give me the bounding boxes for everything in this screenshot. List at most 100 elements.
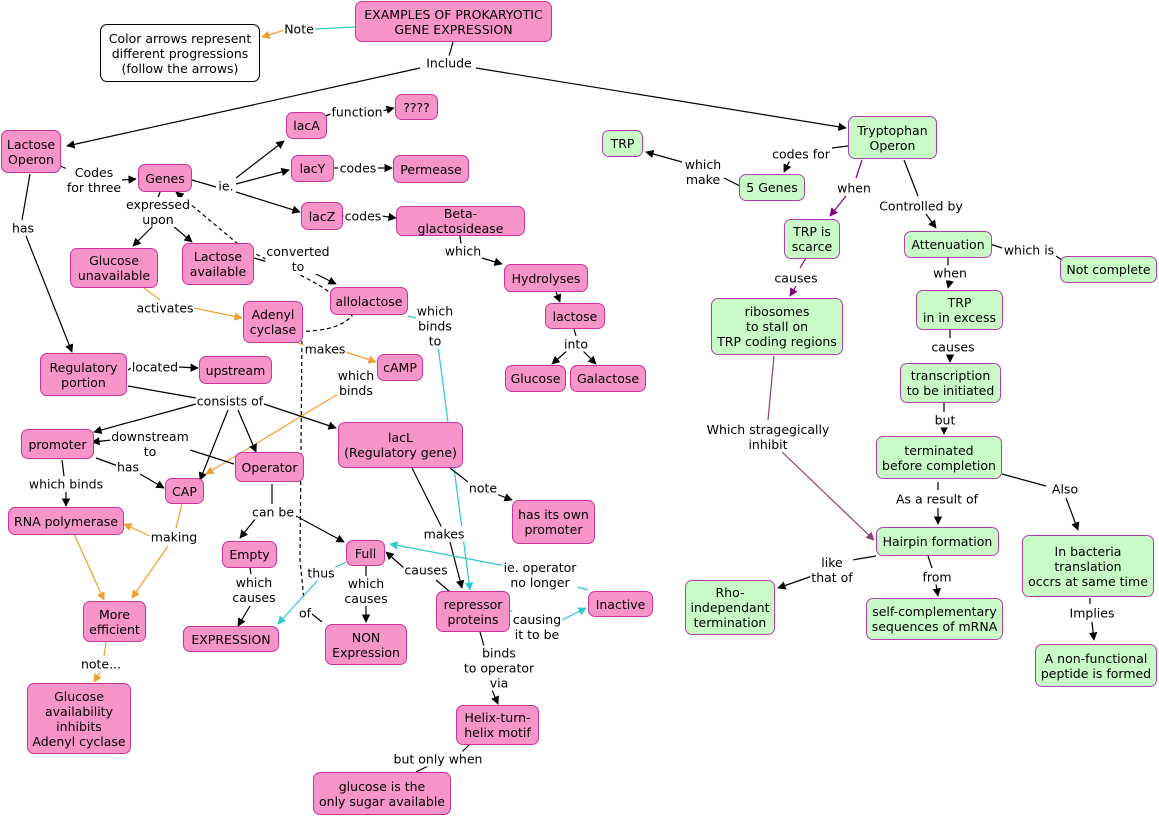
- node-hydrolyses[interactable]: Hydrolyses: [504, 264, 588, 292]
- link-which-make: which make: [683, 157, 723, 187]
- link-note: Note: [283, 21, 315, 37]
- link-binds-operator: binds to operator via: [462, 645, 536, 691]
- link-but: but: [933, 412, 957, 428]
- node-rna-polymerase[interactable]: RNA polymerase: [8, 507, 124, 535]
- link-controlled-by: Controlled by: [878, 198, 964, 214]
- node-permease[interactable]: Permease: [393, 155, 469, 183]
- link-note-more: note...: [79, 656, 123, 672]
- link-causes-excess: causes: [930, 339, 976, 355]
- node-inactive[interactable]: Inactive: [588, 591, 653, 617]
- node-adenyl-cyclase[interactable]: Adenyl cyclase: [243, 301, 303, 343]
- node-title[interactable]: EXAMPLES OF PROKARYOTIC GENE EXPRESSION: [355, 1, 552, 42]
- node-terminated[interactable]: terminated before completion: [876, 436, 1002, 479]
- node-more-efficient[interactable]: More efficient: [83, 601, 146, 642]
- link-which-binds-camp: which binds: [336, 368, 376, 398]
- node-genes[interactable]: Genes: [138, 164, 192, 192]
- node-hairpin[interactable]: Hairpin formation: [876, 527, 999, 556]
- node-lacl[interactable]: lacL (Regulatory gene): [338, 422, 463, 468]
- link-also: Also: [1050, 481, 1080, 497]
- node-own-promoter[interactable]: has its own promoter: [512, 500, 595, 544]
- link-from: from: [921, 569, 953, 585]
- link-consists-of: consists of: [195, 393, 265, 409]
- link-which-causes-empty: which causes: [231, 575, 277, 605]
- node-laca[interactable]: lacA: [286, 112, 327, 139]
- link-as-a-result: As a result of: [894, 491, 980, 507]
- node-lactose-operon[interactable]: Lactose Operon: [1, 130, 61, 173]
- node-trp[interactable]: TRP: [602, 130, 643, 157]
- link-makes-repressor: makes: [422, 526, 466, 542]
- node-regulatory-portion[interactable]: Regulatory portion: [40, 353, 127, 396]
- node-glucose-inhibits[interactable]: Glucose availability inhibits Adenyl cyc…: [27, 683, 131, 754]
- node-tryptophan-operon[interactable]: Tryptophan Operon: [848, 116, 937, 159]
- node-note-box[interactable]: Color arrows represent different progres…: [100, 24, 260, 82]
- link-but-only-when: but only when: [392, 751, 484, 767]
- link-downstream-to: downstream to: [110, 429, 190, 459]
- node-transcription[interactable]: transcription to be initiated: [900, 363, 1001, 403]
- node-lactose-available[interactable]: Lactose available: [182, 243, 254, 285]
- link-codes-lacz: codes: [343, 208, 383, 224]
- node-expression[interactable]: EXPRESSION: [183, 626, 279, 652]
- node-trp-excess[interactable]: TRP in in excess: [916, 290, 1003, 330]
- link-making: making: [149, 529, 199, 545]
- node-trp-scarce[interactable]: TRP is scarce: [784, 219, 840, 259]
- link-makes-camp: makes: [303, 341, 347, 357]
- link-causes-repressor: causes: [403, 562, 449, 578]
- link-which-binds-to: which binds to: [415, 303, 455, 349]
- link-which-binds-rna: which binds: [27, 476, 105, 492]
- node-ribosomes[interactable]: ribosomes to stall on TRP coding regions: [711, 298, 843, 355]
- node-beta[interactable]: Beta-glactosidease: [396, 206, 525, 236]
- link-causing: causing it to be: [511, 612, 563, 642]
- link-like-that-of: like that of: [810, 555, 854, 585]
- link-ie: ie.: [217, 178, 235, 194]
- node-allolactose[interactable]: allolactose: [330, 287, 408, 315]
- link-function: function: [330, 104, 384, 120]
- link-has-lactose: has: [10, 220, 36, 236]
- link-thus: thus: [306, 565, 336, 581]
- node-full[interactable]: Full: [346, 540, 385, 566]
- node-non-expression[interactable]: NON Expression: [325, 624, 407, 665]
- node-attenuation[interactable]: Attenuation: [904, 231, 992, 258]
- link-which-hydrolyses: which: [443, 243, 483, 259]
- node-repressor[interactable]: repressor proteins: [436, 591, 510, 632]
- node-promoter[interactable]: promoter: [21, 429, 94, 459]
- link-into: into: [563, 336, 589, 352]
- link-note-lacl: note: [467, 480, 499, 496]
- link-ie-operator: ie. operator no longer: [502, 560, 578, 590]
- link-has-cap: has: [115, 459, 141, 475]
- node-empty[interactable]: Empty: [222, 541, 277, 568]
- node-rho[interactable]: Rho- independant termination: [685, 580, 775, 635]
- link-implies: Implies: [1068, 605, 1116, 621]
- node-operator[interactable]: Operator: [235, 452, 304, 482]
- node-galactose[interactable]: Galactose: [570, 365, 646, 392]
- node-lactose[interactable]: lactose: [545, 303, 605, 329]
- node-camp[interactable]: cAMP: [377, 354, 423, 381]
- link-when-attenuation: when: [932, 265, 968, 281]
- link-codes-for-three: Codes for three: [65, 165, 123, 195]
- node-glucose-unavailable[interactable]: Glucose unavailable: [70, 248, 158, 288]
- node-hth[interactable]: Helix-turn- helix motif: [456, 705, 539, 745]
- link-expressed-upon: expressed upon: [124, 197, 192, 227]
- node-bacteria[interactable]: In bacteria translation occrs at same ti…: [1022, 535, 1154, 597]
- link-located: located: [130, 359, 180, 375]
- node-lacz[interactable]: lacZ: [301, 202, 343, 230]
- link-of: of: [297, 605, 313, 621]
- node-lacy[interactable]: lacY: [291, 155, 334, 182]
- link-can-be: can be: [250, 504, 296, 520]
- node-five-genes[interactable]: 5 Genes: [739, 174, 805, 201]
- link-which-is: which is: [1002, 242, 1056, 258]
- link-include: Include: [425, 55, 473, 71]
- link-activates: activates: [135, 300, 195, 316]
- node-upstream[interactable]: upstream: [199, 356, 272, 384]
- node-glucose[interactable]: Glucose: [505, 365, 566, 392]
- node-glucose-only[interactable]: glucose is the only sugar available: [313, 772, 451, 815]
- node-unknown[interactable]: ????: [395, 94, 438, 120]
- link-codes-lacy: codes: [338, 160, 378, 176]
- node-cap[interactable]: CAP: [165, 478, 204, 504]
- link-when-trp: when: [836, 180, 872, 196]
- node-not-complete[interactable]: Not complete: [1060, 256, 1157, 283]
- node-nonfunctional[interactable]: A non-functional peptide is formed: [1035, 644, 1157, 687]
- node-selfcomp[interactable]: self-complementary sequences of mRNA: [866, 598, 1003, 640]
- link-codes-for: codes for: [771, 146, 831, 162]
